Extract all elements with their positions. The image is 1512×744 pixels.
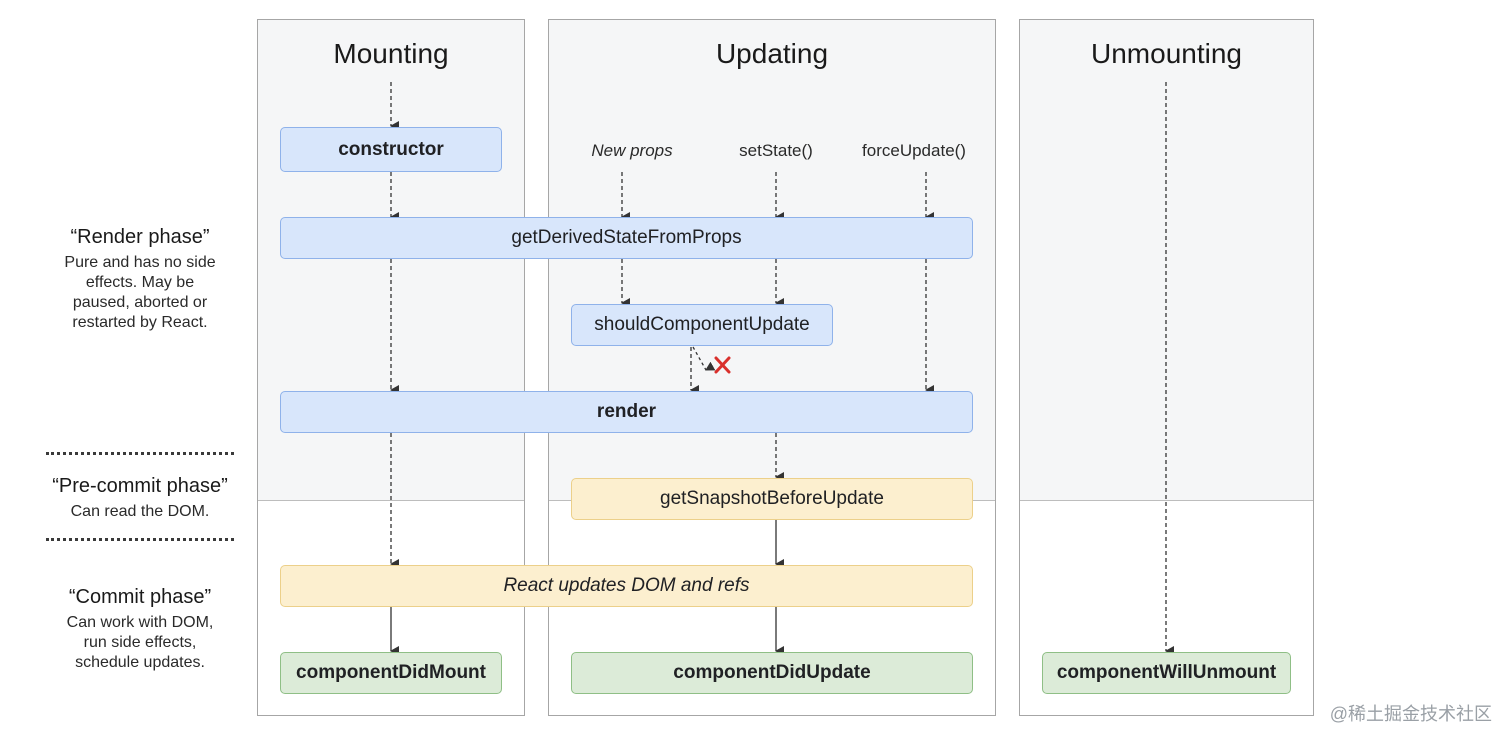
updating-title: Updating — [715, 38, 829, 69]
commit-phase-description: Can work with DOM, run side effects, sch… — [66, 614, 214, 671]
commit-phase-title: “Commit phase” — [68, 586, 212, 608]
watermark: @稀土掘金技术社区 — [1329, 704, 1492, 724]
precommit-phase-description: Can read the DOM. — [70, 503, 210, 520]
commit-phase-label: “Commit phase” Can work with DOM, run si… — [40, 586, 240, 673]
react-updates-dom-box: React updates DOM and refs — [280, 565, 973, 607]
constructor-box: constructor — [280, 127, 502, 172]
cancel-x-icon — [714, 356, 731, 374]
trigger-set-state: setState() — [739, 141, 813, 160]
render-phase-label: “Render phase” Pure and has no side effe… — [40, 226, 240, 333]
render-phase-description: Pure and has no side effects. May be pau… — [64, 254, 216, 331]
precommit-phase-label: “Pre-commit phase” Can read the DOM. — [40, 475, 240, 522]
unmounting-title: Unmounting — [1091, 38, 1242, 69]
arrow-scu-cancel — [692, 346, 716, 371]
component-did-update-box: componentDidUpdate — [571, 652, 973, 694]
get-snapshot-before-update-box: getSnapshotBeforeUpdate — [571, 478, 973, 520]
render-box: render — [280, 391, 973, 433]
phase-separator-bottom — [46, 538, 234, 541]
render-phase-title: “Render phase” — [70, 226, 210, 248]
precommit-phase-title: “Pre-commit phase” — [52, 475, 228, 497]
component-will-unmount-box: componentWillUnmount — [1042, 652, 1291, 694]
trigger-new-props: New props — [591, 141, 673, 160]
phase-separator-top — [46, 452, 234, 455]
component-did-mount-box: componentDidMount — [280, 652, 502, 694]
get-derived-state-from-props-box: getDerivedStateFromProps — [280, 217, 973, 259]
should-component-update-box: shouldComponentUpdate — [571, 304, 833, 346]
trigger-force-update: forceUpdate() — [862, 141, 966, 160]
mounting-title: Mounting — [333, 38, 449, 69]
